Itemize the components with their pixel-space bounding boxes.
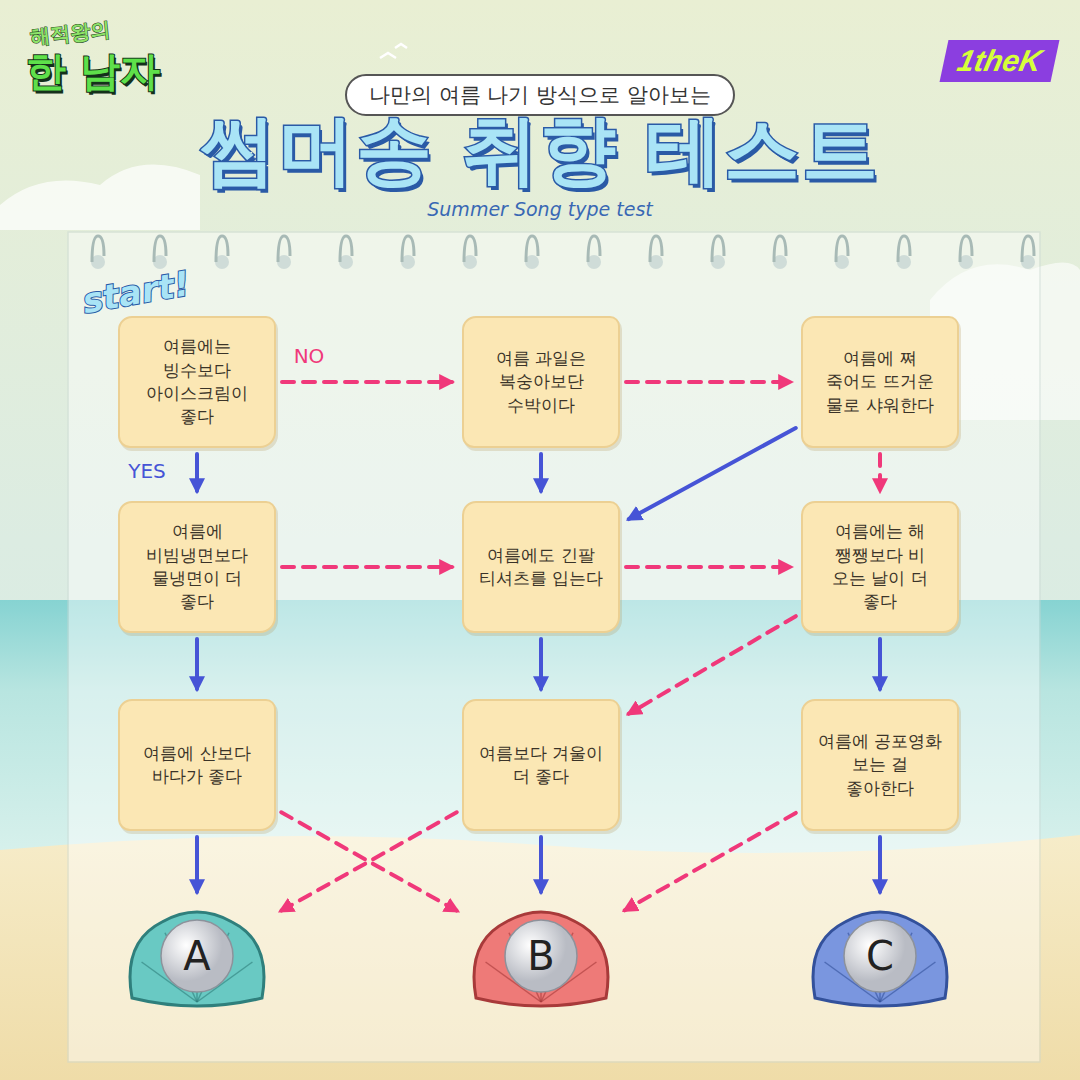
question-note: 여름에도 긴팔 티셔츠를 입는다 xyxy=(462,501,620,633)
question-text: 여름에는 빙수보다 아이스크림이 좋다 xyxy=(134,335,260,429)
no-arrow xyxy=(629,616,796,714)
yes-arrow xyxy=(539,639,543,689)
ring xyxy=(774,236,786,262)
ring xyxy=(898,236,910,262)
no-arrow xyxy=(625,813,796,910)
no-arrow xyxy=(281,812,457,911)
no-arrow xyxy=(282,565,452,569)
no-arrow xyxy=(878,454,882,491)
question-note: 여름에는 빙수보다 아이스크림이 좋다 xyxy=(118,316,276,448)
yes-arrow xyxy=(629,428,796,519)
yes-arrow xyxy=(539,837,543,892)
question-text: 여름에 공포영화 보는 걸 좋아한다 xyxy=(817,730,943,800)
yes-arrow xyxy=(195,837,199,892)
no-arrow xyxy=(281,812,457,911)
start-label: start! xyxy=(79,263,192,321)
question-text: 여름에도 긴팔 티셔츠를 입는다 xyxy=(478,544,604,591)
ring xyxy=(340,236,352,262)
ring xyxy=(216,236,228,262)
ring xyxy=(154,236,166,262)
question-text: 여름 과일은 복숭아보단 수박이다 xyxy=(478,347,604,417)
result-letter: A xyxy=(122,932,272,980)
ring xyxy=(960,236,972,262)
subtitle: 나만의 여름 나기 방식으로 알아보는 xyxy=(345,74,735,116)
yes-arrow xyxy=(195,454,199,491)
brand-logo: 1theK xyxy=(940,40,1060,82)
question-note: 여름에는 해 쨍쨍보다 비 오는 날이 더 좋다 xyxy=(801,501,959,633)
yes-arrow xyxy=(539,454,543,491)
result-shell: B xyxy=(466,902,616,1014)
edge-label: YES xyxy=(128,459,166,483)
paper xyxy=(68,232,1040,1062)
paper-rings xyxy=(91,236,1035,269)
question-note: 여름에 공포영화 보는 걸 좋아한다 xyxy=(801,699,959,831)
question-text: 여름에 쪄 죽어도 뜨거운 물로 샤워한다 xyxy=(817,347,943,417)
edge-label: NO xyxy=(294,344,325,368)
question-text: 여름에 산보다 바다가 좋다 xyxy=(134,742,260,789)
question-note: 여름보다 겨울이 더 좋다 xyxy=(462,699,620,831)
ring xyxy=(92,236,104,262)
gulls xyxy=(380,44,407,58)
logo-text: 해적왕의 xyxy=(29,16,111,51)
cloud xyxy=(0,165,200,230)
result-letter: C xyxy=(805,932,955,980)
ring xyxy=(712,236,724,262)
question-note: 여름에 산보다 바다가 좋다 xyxy=(118,699,276,831)
no-arrow xyxy=(626,565,791,569)
question-text: 여름보다 겨울이 더 좋다 xyxy=(478,742,604,789)
question-note: 여름에 비빔냉면보다 물냉면이 더 좋다 xyxy=(118,501,276,633)
ring xyxy=(464,236,476,262)
question-note: 여름 과일은 복숭아보단 수박이다 xyxy=(462,316,620,448)
ring xyxy=(526,236,538,262)
ring xyxy=(650,236,662,262)
yes-arrow xyxy=(878,639,882,689)
logo-text: 한 남자 xyxy=(26,44,160,99)
ring xyxy=(278,236,290,262)
ring xyxy=(836,236,848,262)
result-shell: A xyxy=(122,902,272,1014)
yes-arrow xyxy=(878,837,882,892)
no-arrow xyxy=(282,380,452,384)
ring xyxy=(588,236,600,262)
result-shell: C xyxy=(805,902,955,1014)
subtitle-en: Summer Song type test xyxy=(427,198,652,220)
ring xyxy=(1022,236,1034,262)
no-arrow xyxy=(626,380,791,384)
question-text: 여름에 비빔냉면보다 물냉면이 더 좋다 xyxy=(134,520,260,614)
ring xyxy=(402,236,414,262)
result-letter: B xyxy=(466,932,616,980)
yes-arrow xyxy=(195,639,199,689)
question-text: 여름에는 해 쨍쨍보다 비 오는 날이 더 좋다 xyxy=(817,520,943,614)
question-note: 여름에 쪄 죽어도 뜨거운 물로 샤워한다 xyxy=(801,316,959,448)
